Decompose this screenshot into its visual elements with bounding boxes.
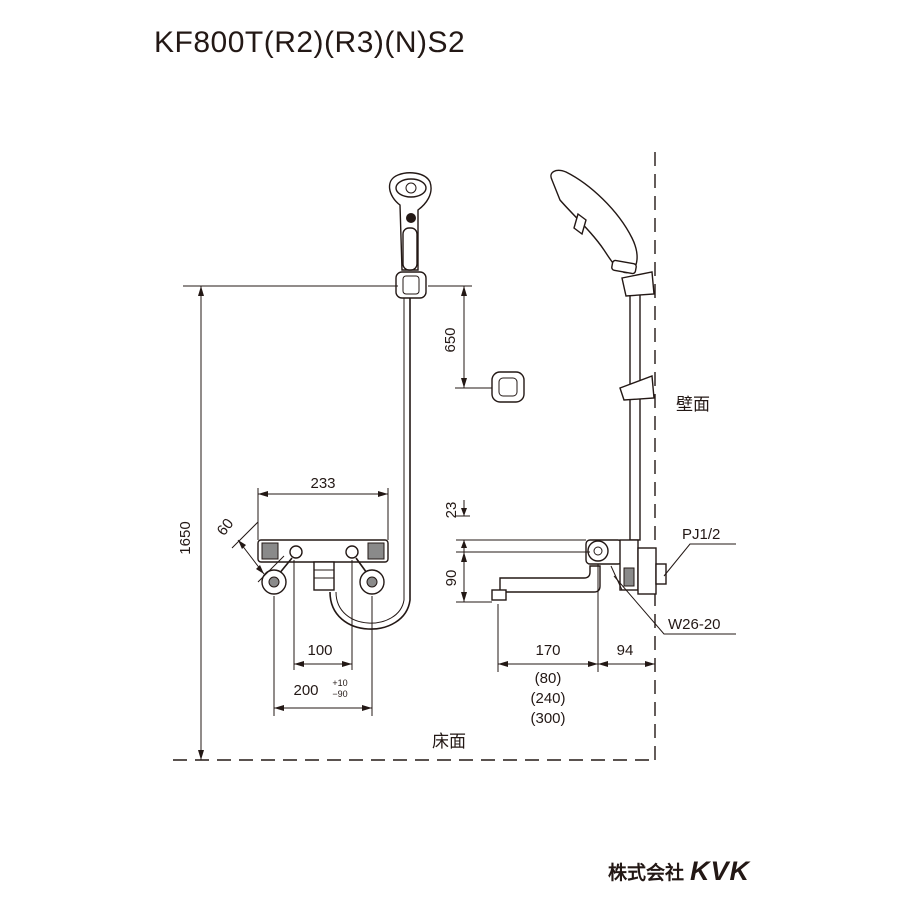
dim-bracket-gap-label: 650 xyxy=(442,327,459,352)
shower-head-side xyxy=(550,169,638,275)
spout-side xyxy=(491,565,601,601)
dim-tol-plus: +10 xyxy=(332,678,347,688)
dim-inlet-pitch: 100 xyxy=(293,560,353,670)
slide-bracket-front xyxy=(395,271,427,299)
valve-body-front xyxy=(257,539,389,595)
side-view: 23 90 170 (80) (240) (300) xyxy=(432,169,736,752)
callout-pipe-thread-label: PJ1/2 xyxy=(682,526,720,543)
wall-label: 壁面 xyxy=(676,395,710,415)
shower-hose xyxy=(329,298,411,630)
callout-pipe-thread: PJ1/2 xyxy=(663,526,736,577)
dim-depth: 60 xyxy=(214,515,285,583)
spout-option-1: (80) xyxy=(535,670,562,687)
dim-spout-height: 90 xyxy=(443,551,590,603)
spout-option-2: (240) xyxy=(530,690,565,707)
dim-wall-inlet: 200 +10 −90 xyxy=(273,596,373,716)
dim-spout-height-label: 90 xyxy=(443,570,460,587)
callout-union-thread: W26-20 xyxy=(613,575,736,635)
dim-wall-inlet-label: 200 xyxy=(293,682,318,699)
valve-body-side xyxy=(585,539,667,595)
dim-total-height: 1650 xyxy=(177,285,398,760)
dim-bracket-gap: 650 xyxy=(428,285,492,389)
dim-body-width-label: 233 xyxy=(310,475,335,492)
dim-spout-length-label: 170 xyxy=(535,642,560,659)
slide-holder-lower xyxy=(619,375,655,401)
brand-company: 株式会社 xyxy=(607,861,684,884)
dim-top-offset: 23 xyxy=(443,500,586,552)
slide-holder-upper xyxy=(621,271,655,297)
page-title: KF800T(R2)(R3)(N)S2 xyxy=(154,26,466,59)
spout-option-3: (300) xyxy=(530,710,565,727)
dim-wall-offset: 94 xyxy=(598,642,655,667)
slide-bar xyxy=(629,279,641,541)
hanger-front xyxy=(491,371,525,403)
callout-union-thread-label: W26-20 xyxy=(668,616,721,633)
dim-wall-offset-label: 94 xyxy=(617,642,634,659)
dim-spout-length: 170 (80) (240) (300) xyxy=(497,564,599,727)
floor-label: 床面 xyxy=(432,732,466,752)
shower-head-front xyxy=(388,172,432,271)
front-view: 1650 650 233 60 xyxy=(177,172,525,760)
brand-logo-text: KVK xyxy=(689,855,750,886)
dim-body-width: 233 xyxy=(257,475,389,540)
brand-logo: 株式会社 KVK xyxy=(608,856,750,886)
dim-tol-minus: −90 xyxy=(332,689,347,699)
dim-inlet-pitch-label: 100 xyxy=(307,642,332,659)
dim-total-height-label: 1650 xyxy=(177,521,194,554)
dim-top-offset-label: 23 xyxy=(443,502,460,519)
dim-depth-label: 60 xyxy=(214,515,238,539)
